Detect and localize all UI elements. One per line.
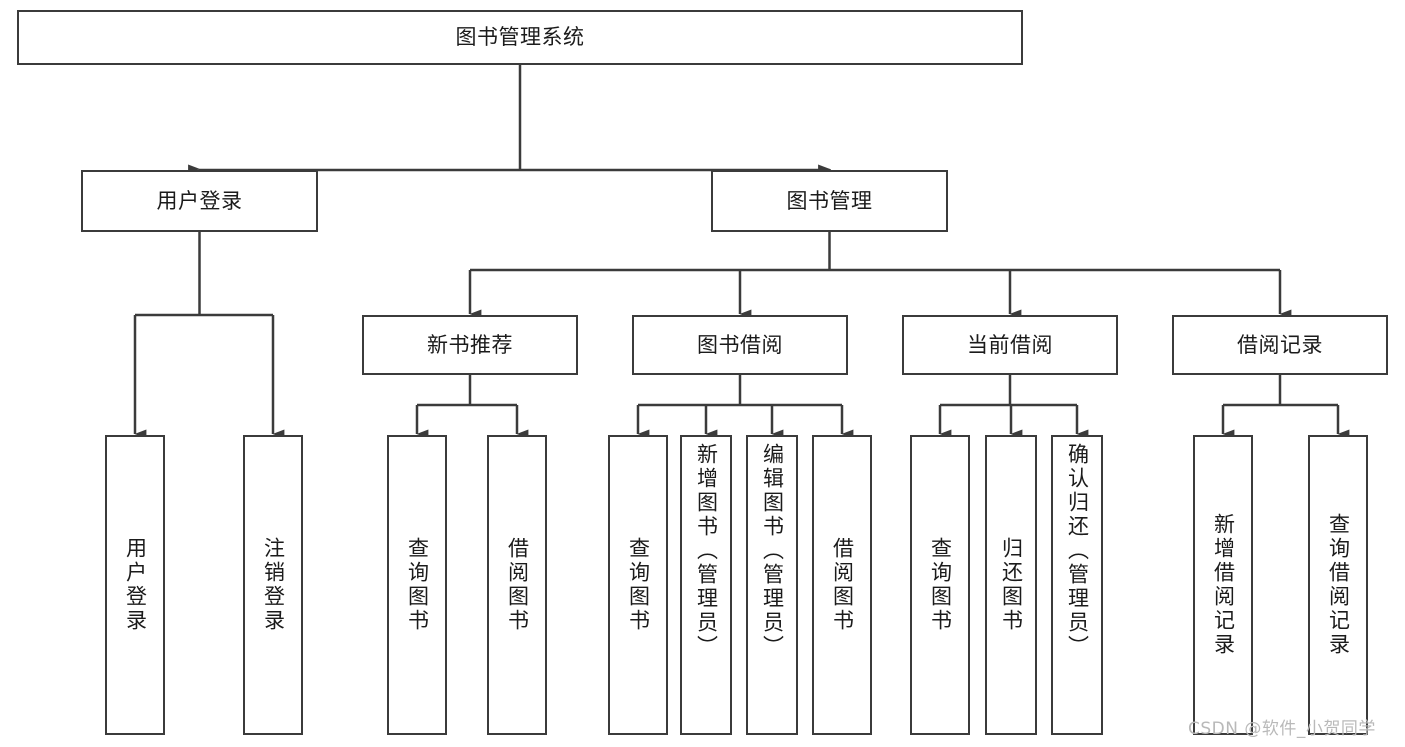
leaf-add-book-label: 新增图书（管理员）: [694, 443, 719, 659]
leaf-query-book-1-label: 查询图书: [405, 537, 430, 633]
leaf-query-book-1[interactable]: 查询图书: [387, 435, 447, 735]
leaf-user-login-label: 用户登录: [123, 537, 148, 633]
leaf-user-login[interactable]: 用户登录: [105, 435, 165, 735]
node-root-label: 图书管理系统: [455, 25, 585, 50]
leaf-confirm-return[interactable]: 确认归还（管理员）: [1051, 435, 1103, 735]
leaf-query-book-3[interactable]: 查询图书: [910, 435, 970, 735]
leaf-query-book-2[interactable]: 查询图书: [608, 435, 668, 735]
node-book-borrow-label: 图书借阅: [697, 332, 783, 357]
node-book-borrow[interactable]: 图书借阅: [632, 315, 848, 375]
leaf-return-book[interactable]: 归还图书: [985, 435, 1037, 735]
leaf-confirm-return-label: 确认归还（管理员）: [1065, 443, 1090, 659]
node-current-borrow-label: 当前借阅: [967, 332, 1053, 357]
leaf-return-book-label: 归还图书: [999, 537, 1024, 633]
leaf-borrow-book-1-label: 借阅图书: [505, 537, 530, 633]
leaf-logout[interactable]: 注销登录: [243, 435, 303, 735]
leaf-borrow-book-1[interactable]: 借阅图书: [487, 435, 547, 735]
leaf-add-book[interactable]: 新增图书（管理员）: [680, 435, 732, 735]
node-borrow-record[interactable]: 借阅记录: [1172, 315, 1388, 375]
node-book-manage[interactable]: 图书管理: [711, 170, 948, 232]
leaf-query-borrow-record[interactable]: 查询借阅记录: [1308, 435, 1368, 735]
node-root[interactable]: 图书管理系统: [17, 10, 1023, 65]
leaf-borrow-book-2-label: 借阅图书: [830, 537, 855, 633]
node-new-book-recommend[interactable]: 新书推荐: [362, 315, 578, 375]
node-current-borrow[interactable]: 当前借阅: [902, 315, 1118, 375]
csdn-watermark: CSDN @软件_小贺同学: [1188, 719, 1376, 739]
node-book-manage-label: 图书管理: [786, 188, 873, 213]
node-user-login[interactable]: 用户登录: [81, 170, 318, 232]
leaf-query-book-2-label: 查询图书: [626, 537, 651, 633]
leaf-borrow-book-2[interactable]: 借阅图书: [812, 435, 872, 735]
leaf-query-borrow-record-label: 查询借阅记录: [1326, 513, 1351, 657]
node-borrow-record-label: 借阅记录: [1237, 332, 1323, 357]
node-user-login-label: 用户登录: [156, 188, 243, 213]
leaf-logout-label: 注销登录: [261, 537, 286, 633]
leaf-edit-book-label: 编辑图书（管理员）: [760, 443, 785, 659]
node-new-book-recommend-label: 新书推荐: [427, 332, 513, 357]
leaf-add-borrow-record-label: 新增借阅记录: [1211, 513, 1236, 657]
leaf-query-book-3-label: 查询图书: [928, 537, 953, 633]
leaf-add-borrow-record[interactable]: 新增借阅记录: [1193, 435, 1253, 735]
leaf-edit-book[interactable]: 编辑图书（管理员）: [746, 435, 798, 735]
